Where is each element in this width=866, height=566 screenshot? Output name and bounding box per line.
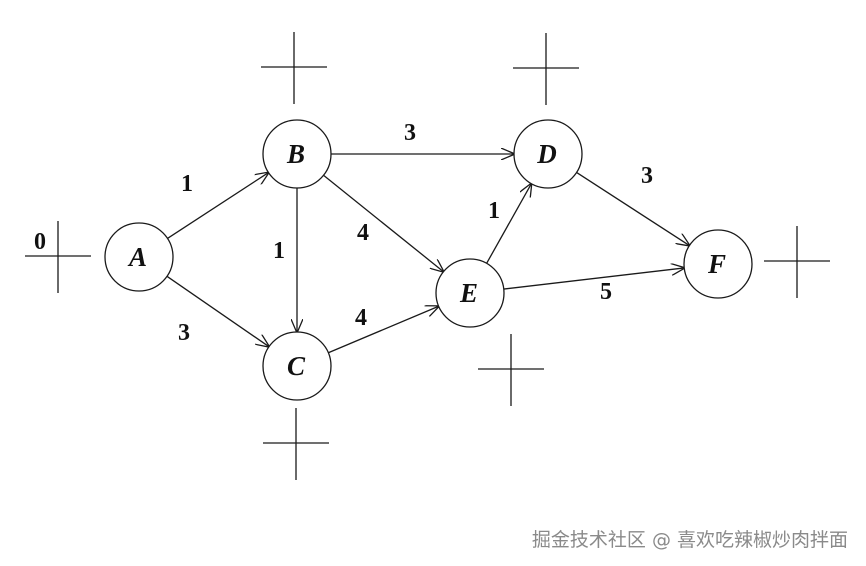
node-b: B	[262, 119, 332, 189]
time-marker-e	[478, 334, 544, 406]
edge-arrow	[328, 306, 438, 354]
node-f: F	[683, 229, 753, 299]
time-marker-a: 0	[25, 221, 91, 293]
edge-arrow	[167, 173, 268, 239]
node-c: C	[262, 331, 332, 401]
time-marker-c	[263, 408, 329, 480]
edge-arrow	[166, 275, 269, 346]
edge-arrow	[576, 171, 690, 245]
edge-weight: 1	[273, 238, 285, 264]
nodes: A B C D E F	[104, 119, 753, 401]
edge-weight: 1	[181, 171, 193, 197]
node-circle	[104, 222, 174, 292]
edge-weight: 5	[600, 279, 612, 305]
node-circle	[513, 119, 583, 189]
watermark: 掘金技术社区 @ 喜欢吃辣椒炒肉拌面	[531, 529, 848, 551]
time-marker-d	[513, 33, 579, 105]
node-circle	[262, 119, 332, 189]
edge-b-d: 3	[331, 120, 514, 154]
node-circle	[683, 229, 753, 299]
node-label: D	[536, 139, 557, 169]
edge-arrow	[486, 184, 532, 264]
node-e: E	[435, 258, 505, 328]
edge-a-b: 1	[167, 171, 268, 239]
edge-a-c: 3	[166, 275, 269, 346]
edge-e-d: 1	[486, 184, 532, 264]
edge-weight: 3	[178, 320, 190, 346]
edges: 1 3 1 3 4 4 1 3 5	[166, 120, 690, 354]
edge-weight: 3	[404, 120, 416, 146]
node-label: B	[286, 139, 305, 169]
edge-arrow	[323, 174, 444, 271]
node-label: A	[127, 242, 147, 272]
node-d: D	[513, 119, 583, 189]
edge-d-f: 3	[576, 163, 690, 246]
node-label: C	[287, 351, 306, 381]
node-a: A	[104, 222, 174, 292]
edge-b-c: 1	[273, 188, 297, 332]
time-marker-b	[261, 32, 327, 104]
node-circle	[262, 331, 332, 401]
node-label: E	[459, 278, 478, 308]
time-markers: 0	[25, 32, 830, 480]
edge-e-f: 5	[503, 268, 684, 305]
node-label: F	[707, 249, 726, 279]
edge-c-e: 4	[328, 305, 438, 354]
edge-weight: 4	[355, 305, 367, 331]
edge-weight: 4	[357, 220, 369, 246]
time-marker-f	[764, 226, 830, 298]
edge-b-e: 4	[323, 174, 444, 271]
node-circle	[435, 258, 505, 328]
edge-arrow	[503, 268, 684, 290]
edge-weight: 1	[488, 198, 500, 224]
time-marker-value: 0	[34, 229, 46, 255]
edge-weight: 3	[641, 163, 653, 189]
